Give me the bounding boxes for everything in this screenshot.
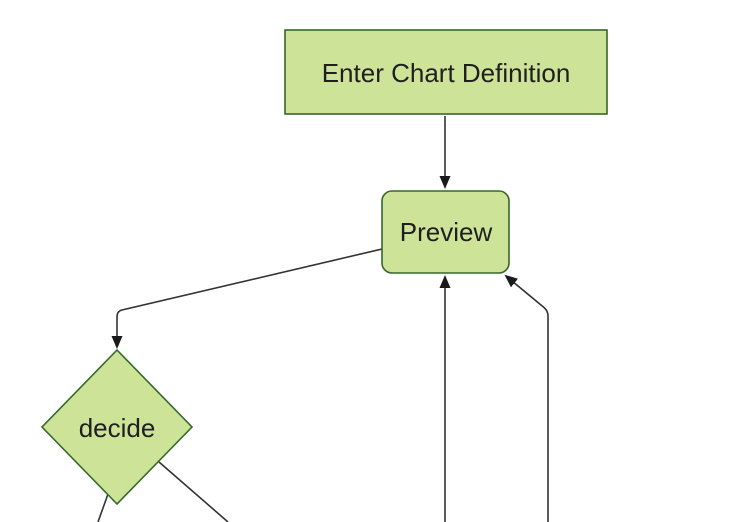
decide-diamond <box>40 348 194 506</box>
node-preview: Preview <box>381 190 510 274</box>
enter-chart-definition-label: Enter Chart Definition <box>322 58 571 88</box>
preview-label: Preview <box>400 217 493 247</box>
decide-label: decide <box>79 413 156 443</box>
edge-decide-to-bottom-right <box>158 461 229 522</box>
node-decide: decide <box>40 348 194 506</box>
node-enter-chart-definition: Enter Chart Definition <box>284 29 608 115</box>
preview-box <box>381 190 510 274</box>
enter-chart-definition-box <box>284 29 608 115</box>
edge-bottom-right-to-preview <box>504 274 549 522</box>
edge-decide-to-bottom-left <box>97 493 109 522</box>
edge-preview-to-decide <box>111 248 383 349</box>
